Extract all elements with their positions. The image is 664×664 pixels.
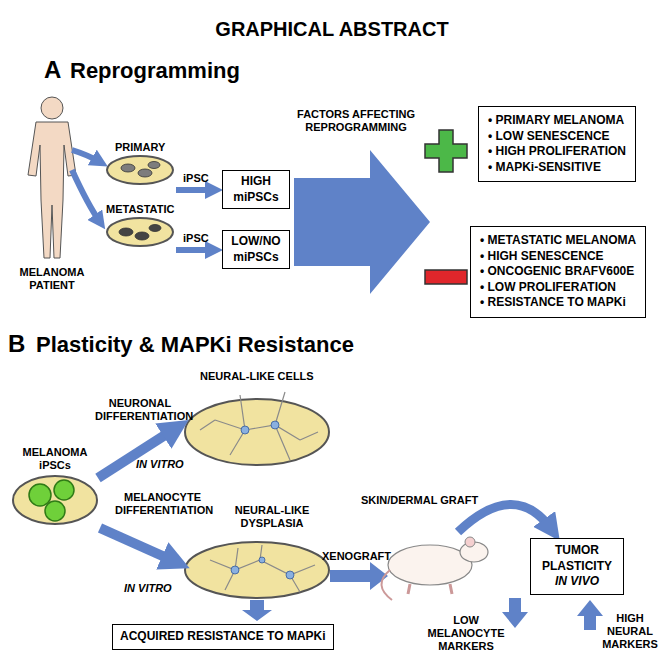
patient-figure [28,97,76,258]
text-label: XENOGRAFT [322,550,391,563]
process-box: LOW/NO miPSCs [222,230,290,269]
text-label: MELANOMA PATIENT [12,266,92,292]
box-text: HIGH miPSCs [229,174,283,205]
box-text: • LOW PROLIFERATION [480,280,636,296]
mouse [381,570,392,600]
resistance-arrow [242,600,272,621]
melanoma-cells [148,162,160,169]
melanoma-cells [119,228,133,236]
patient-arrows [72,150,100,162]
text-label: B [8,330,25,359]
title: GRAPHICAL ABSTRACT [0,18,664,41]
text-label: Reprogramming [70,58,240,84]
text-label: SKIN/DERMAL GRAFT [361,494,478,507]
neural-cells [200,392,318,460]
curved-arrow [458,504,552,532]
culture-dish [13,476,97,524]
xenograft-arrow [330,562,388,590]
culture-dish [107,156,173,246]
ipsc-colonies [29,480,74,521]
text-label: MELANOCYTE DIFFERENTIATION [115,491,210,517]
ipsc-colonies [29,484,51,506]
ipsc-colonies [54,480,74,500]
mouse [388,545,472,585]
box-text: • HIGH PROLIFERATION [488,144,626,160]
text-label: iPSC [183,232,209,245]
neural-cell-bodies [231,566,239,574]
patient-figure [28,122,76,258]
list-box: • PRIMARY MELANOMA• LOW SENESCENCE• HIGH… [478,106,636,182]
melanoma-cells [138,169,152,177]
box-text: LOW/NO miPSCs [229,234,283,265]
neural-cell-bodies [271,421,279,429]
process-box: ACQUIRED RESISTANCE TO MAPKi [112,624,334,650]
box-text: • LOW SENESCENCE [488,129,626,145]
patient-arrows [72,170,100,222]
culture-dish [107,156,173,184]
text-label: NEURONAL DIFFERENTIATION [95,397,185,423]
box-text: • ONCOGENIC BRAFV600E [480,264,636,280]
box-text: • HIGH SENESCENCE [480,249,636,265]
text-label: MELANOMA iPSCs [15,446,95,472]
down-arrow [502,598,528,628]
list-box: • METASTATIC MELANOMA• HIGH SENESCENCE• … [470,226,646,318]
culture-dish [185,542,329,598]
culture-dish [107,218,173,246]
up-arrow [577,600,603,630]
box-text: • RESISTANCE TO MAPKi [480,295,636,311]
patient-arrows [72,150,100,222]
text-label: NEURAL-LIKE CELLS [200,370,314,383]
box-text: • METASTATIC MELANOMA [480,233,636,249]
process-box: TUMOR PLASTICITYIN VIVO [530,538,624,595]
box-text: • PRIMARY MELANOMA [488,113,626,129]
differentiation-arrows [100,528,176,562]
text-label: METASTATIC [106,203,174,216]
text-label: A [44,56,61,85]
text-label: iPSC [183,172,209,185]
neural-cell-bodies [231,421,294,579]
text-label: Plasticity & MAPKi Resistance [36,332,354,358]
ipsc-arrows [176,187,214,193]
neural-cells [200,392,318,592]
text-label: PRIMARY [115,141,165,154]
box-text: ACQUIRED RESISTANCE TO MAPKi [120,629,326,645]
process-box: HIGH miPSCs [222,170,290,209]
box-text: • MAPKi-SENSITIVE [488,160,626,176]
text-label: IN VITRO [124,582,172,595]
text-label: FACTORS AFFECTING REPROGRAMMING [291,108,421,134]
ipsc-arrows [176,247,214,253]
neural-cells [210,545,315,592]
melanoma-cells [119,162,161,241]
melanoma-cells [135,232,149,240]
mouse [381,537,488,600]
patient-figure [41,97,63,119]
neural-cell-bodies [241,426,249,434]
differentiation-arrows [98,428,176,478]
plus-sign [425,130,467,172]
box-text: IN VIVO [538,574,616,590]
mouse [465,537,475,547]
minus-sign [425,270,467,284]
mouse [408,584,452,594]
text-label: HIGH NEURAL MARKERS [601,612,659,652]
ipsc-colonies [45,501,65,521]
neural-cell-bodies [259,557,265,563]
big-arrow [294,150,430,294]
ipsc-arrows [176,190,214,250]
text-label: LOW MELANOCYTE MARKERS [426,614,506,654]
melanoma-cells [121,164,135,172]
neural-cell-bodies [286,571,294,579]
culture-dish [185,399,329,465]
text-label: NEURAL-LIKE DYSPLASIA [222,504,322,530]
box-text: TUMOR PLASTICITY [538,543,616,574]
melanoma-cells [149,225,161,232]
text-label: IN VITRO [136,458,184,471]
